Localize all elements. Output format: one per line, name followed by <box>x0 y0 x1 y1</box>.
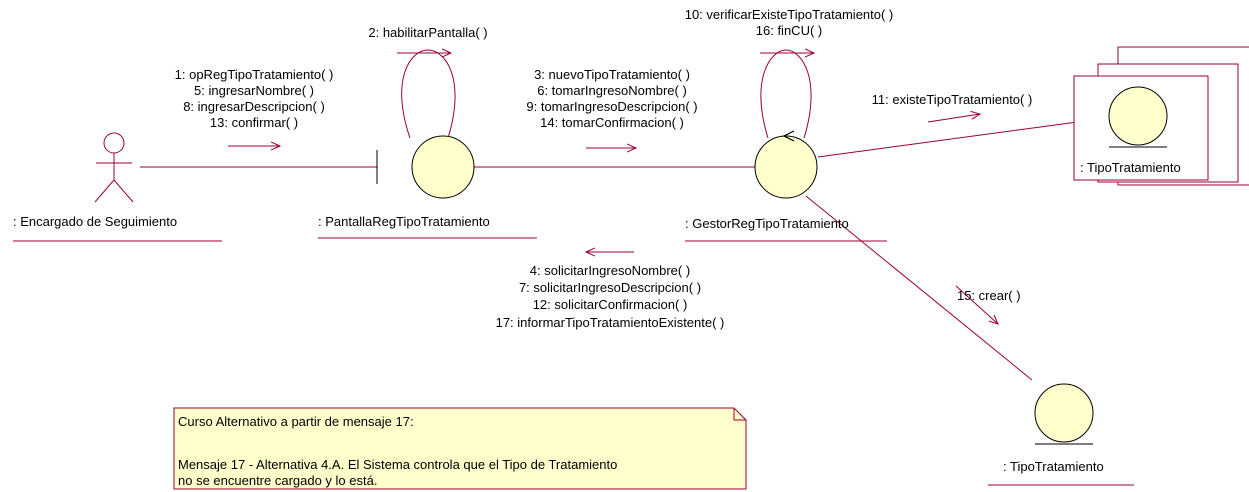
entity-single-icon <box>1034 383 1094 445</box>
message-label: 11: existeTipoTratamiento( ) <box>872 92 1033 107</box>
message-group-control-to-entity-single: 15: crear( ) <box>957 288 1021 303</box>
message-label: 13: confirmar( ) <box>210 115 298 130</box>
message-label: 7: solicitarIngresoDescripcion( ) <box>519 280 701 295</box>
arrow-control-to-entity-multi <box>927 114 980 123</box>
message-label: 6: tomarIngresoNombre( ) <box>537 83 687 98</box>
message-label: 17: informarTipoTratamientoExistente( ) <box>496 315 725 330</box>
message-label: 9: tomarIngresoDescripcion( ) <box>526 99 697 114</box>
message-label: 1: opRegTipoTratamiento( ) <box>175 67 334 82</box>
message-label: 8: ingresarDescripcion( ) <box>183 99 325 114</box>
message-group-actor-to-boundary: 1: opRegTipoTratamiento( ) 5: ingresarNo… <box>175 67 334 130</box>
message-label: 5: ingresarNombre( ) <box>194 83 314 98</box>
note: Curso Alternativo a partir de mensaje 17… <box>173 407 747 490</box>
note-line-1: Curso Alternativo a partir de mensaje 17… <box>178 414 414 429</box>
entity-multi-label: : TipoTratamiento <box>1080 160 1181 175</box>
message-label: 2: habilitarPantalla( ) <box>368 25 487 40</box>
message-group-control-to-boundary: 4: solicitarIngresoNombre( ) 7: solicita… <box>496 263 725 330</box>
self-link-control <box>760 49 812 139</box>
boundary-label: : PantallaRegTipoTratamiento <box>318 214 490 229</box>
message-label: 15: crear( ) <box>957 288 1021 303</box>
control-label: : GestorRegTipoTratamiento <box>685 216 849 231</box>
arrow-control-to-entity-single <box>955 285 998 324</box>
actor-icon <box>94 132 134 203</box>
message-label: 14: tomarConfirmacion( ) <box>540 115 684 130</box>
control-icon <box>754 130 818 199</box>
entity-single-label: : TipoTratamiento <box>1003 459 1104 474</box>
message-label: 10: verificarExisteTipoTratamiento( ) <box>685 7 894 22</box>
entity-multi-icon <box>1108 86 1168 148</box>
link-control-entity-multi <box>817 117 1108 158</box>
message-group-boundary-self: 2: habilitarPantalla( ) <box>368 25 487 40</box>
message-group-control-to-entity-multi: 11: existeTipoTratamiento( ) <box>872 92 1033 107</box>
message-label: 16: finCU( ) <box>756 23 822 38</box>
self-link-boundary <box>401 49 456 139</box>
note-line-2: Mensaje 17 - Alternativa 4.A. El Sistema… <box>178 457 617 472</box>
message-group-control-self: 10: verificarExisteTipoTratamiento( ) 16… <box>685 7 894 38</box>
boundary-icon <box>376 135 475 199</box>
message-group-boundary-to-control: 3: nuevoTipoTratamiento( ) 6: tomarIngre… <box>526 67 697 130</box>
message-label: 4: solicitarIngresoNombre( ) <box>530 263 690 278</box>
message-label: 12: solicitarConfirmacion( ) <box>533 297 688 312</box>
note-line-3: no se encuentre cargado y lo está. <box>178 473 377 488</box>
link-control-entity-single <box>805 195 1033 381</box>
actor-label: : Encargado de Seguimiento <box>13 214 177 229</box>
message-label: 3: nuevoTipoTratamiento( ) <box>534 67 690 82</box>
